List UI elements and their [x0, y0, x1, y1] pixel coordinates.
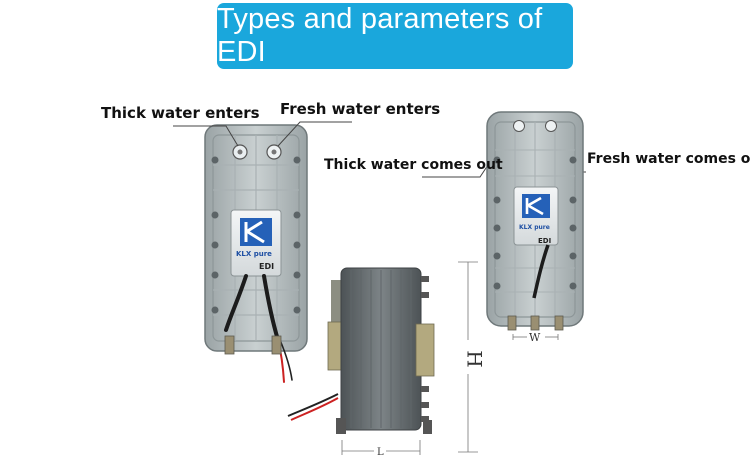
klx-logo-icon: [240, 218, 272, 246]
edi-module-side: [287, 267, 435, 434]
water-port-icon: [545, 120, 557, 132]
dimension-lines: [341, 261, 559, 455]
label-thick-water-out: Thick water comes out: [324, 157, 503, 173]
water-port-icon: [513, 120, 525, 132]
banner-title: Types and parameters of EDI: [217, 3, 543, 68]
label-fresh-water-enters: Fresh water enters: [280, 100, 441, 118]
klx-logo-icon: [522, 194, 550, 218]
dimension-height-label: H: [462, 350, 487, 368]
title-banner: Types and parameters of EDI: [217, 3, 573, 69]
label-fresh-water-out: Fresh water comes out: [587, 151, 750, 167]
edi-module-front: [204, 124, 308, 383]
water-port-icon: [232, 144, 248, 160]
water-port-icon: [266, 144, 282, 160]
module-model-right: EDI: [538, 237, 552, 245]
module-brand-right: KLX pure: [519, 224, 550, 231]
dimension-width-label: W: [529, 331, 541, 344]
module-model-left: EDI: [259, 262, 275, 271]
module-brand-left: KLX pure: [236, 250, 272, 258]
edi-module-top: [486, 111, 584, 331]
dimension-length-label: L: [377, 447, 384, 458]
label-thick-water-enters: Thick water enters: [101, 104, 260, 122]
